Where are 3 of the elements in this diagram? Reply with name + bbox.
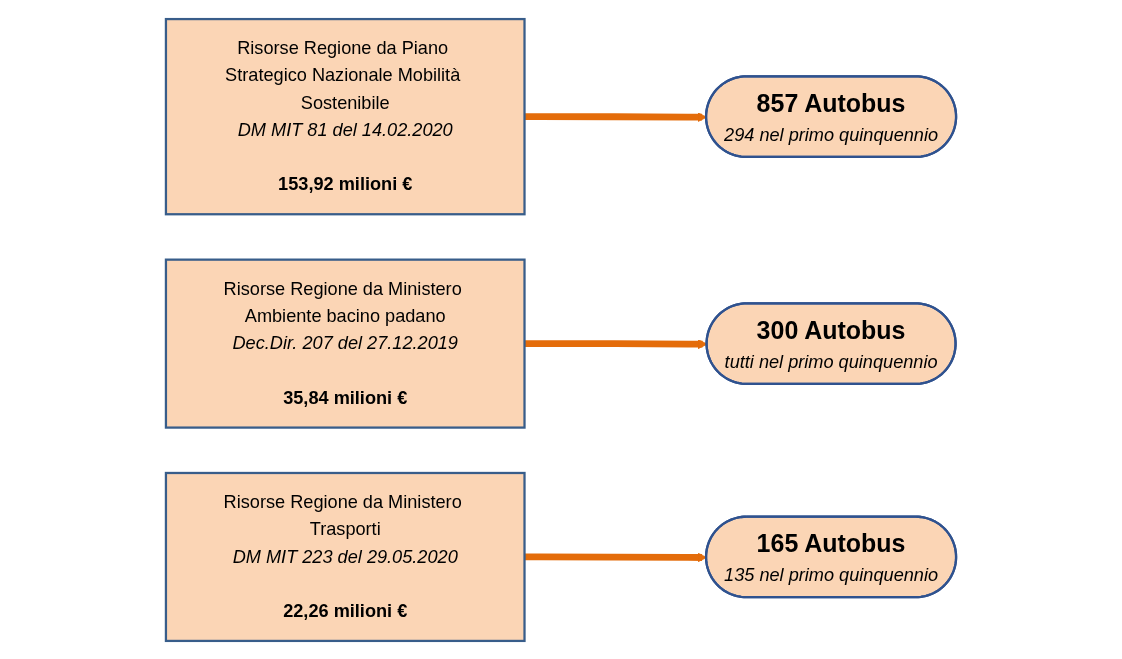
node-box: Risorse Regione da Piano Strategico Nazionale Mobilità Sostenibile DM MIT 81 del 14.02.2020 153,92 milioni € [164, 17, 526, 215]
node-box: Risorse Regione da Ministero Ambiente bacino padano Dec.Dir. 207 del 27.12.2019 35,84 milioni € [164, 258, 526, 429]
node-box: Risorse Regione da Ministero Trasporti DM MIT 223 del 29.05.2020 22,26 milioni € [164, 471, 526, 642]
